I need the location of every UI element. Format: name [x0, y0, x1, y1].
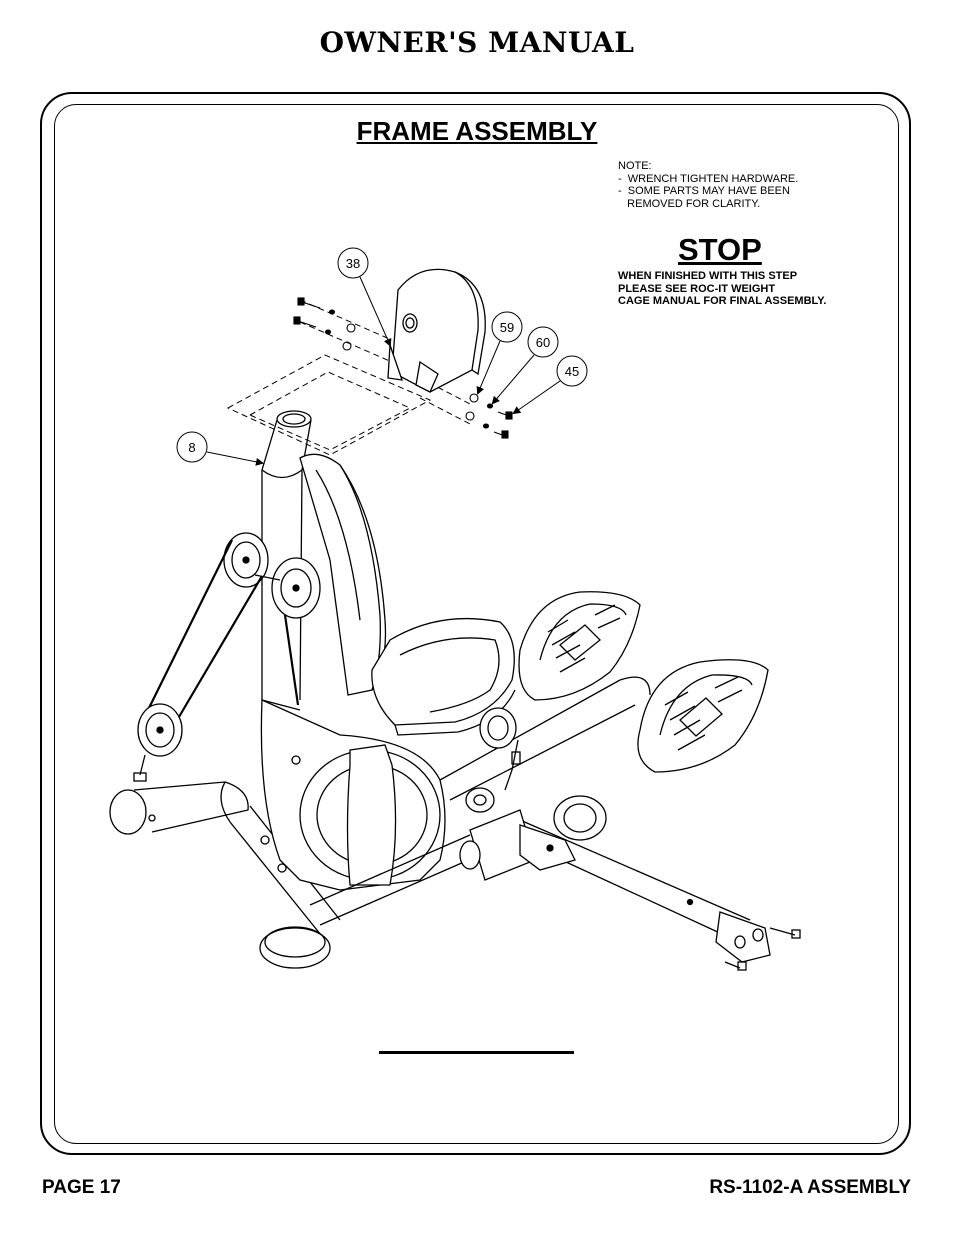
left-leg-tube — [109, 781, 341, 941]
flywheel-housing — [260, 699, 446, 891]
seat-post-tube — [261, 410, 312, 711]
page-frame-inner — [54, 104, 899, 1144]
model-assembly-label: RS-1102-A ASSEMBLY — [709, 1177, 911, 1198]
callout-60: 60 — [491, 326, 559, 405]
note-line: NOTE: — [618, 160, 652, 172]
callout-60-label: 60 — [536, 335, 550, 350]
stop-line: WHEN FINISHED WITH THIS STEP — [618, 270, 798, 282]
cable — [147, 539, 300, 723]
stop-line: CAGE MANUAL FOR FINAL ASSEMBLY. — [618, 295, 827, 307]
callout-38-label: 38 — [346, 256, 360, 271]
hardware-bolts-left — [293, 297, 356, 351]
stop-line: PLEASE SEE ROC-IT WEIGHT — [618, 282, 776, 295]
callout-38: 38 — [337, 247, 392, 347]
upper-pulley-right — [254, 557, 321, 619]
stop-instructions: WHEN FINISHED WITH THIS STEP PLEASE SEE … — [618, 270, 826, 308]
base-foot — [259, 926, 331, 969]
rear-pulley — [459, 787, 607, 881]
note-line: - WRENCH TIGHTEN HARDWARE. — [618, 172, 799, 185]
manual-title: OWNER'S MANUAL — [319, 26, 635, 59]
callout-45: 45 — [512, 355, 588, 415]
callout-59-label: 59 — [500, 320, 514, 335]
upper-pulley-left — [223, 532, 269, 588]
note-line: - SOME PARTS MAY HAVE BEEN — [618, 185, 790, 197]
right-pedal — [637, 659, 769, 773]
main-frame-tubes — [309, 676, 651, 926]
stop-heading: STOP — [678, 232, 762, 267]
callout-59: 59 — [476, 311, 523, 395]
seat-back-bracket — [387, 268, 486, 393]
callout-45-label: 45 — [565, 364, 579, 379]
left-pedal — [518, 591, 641, 701]
page-number: PAGE 17 — [42, 1177, 121, 1198]
seat-cushion — [371, 617, 516, 736]
callout-8-label: 8 — [188, 440, 195, 455]
assembly-note: NOTE: - WRENCH TIGHTEN HARDWARE. - SOME … — [618, 160, 798, 210]
rear-stabilizer — [519, 819, 801, 971]
signature-rule — [379, 1051, 574, 1054]
hardware-bolts-right — [465, 393, 513, 439]
note-line: REMOVED FOR CLARITY. — [618, 197, 761, 210]
lower-left-pulley — [133, 703, 183, 782]
section-title: FRAME ASSEMBLY — [356, 116, 598, 146]
crank-arm — [479, 707, 521, 791]
page-frame-outer — [40, 92, 911, 1155]
callout-8: 8 — [176, 431, 264, 466]
